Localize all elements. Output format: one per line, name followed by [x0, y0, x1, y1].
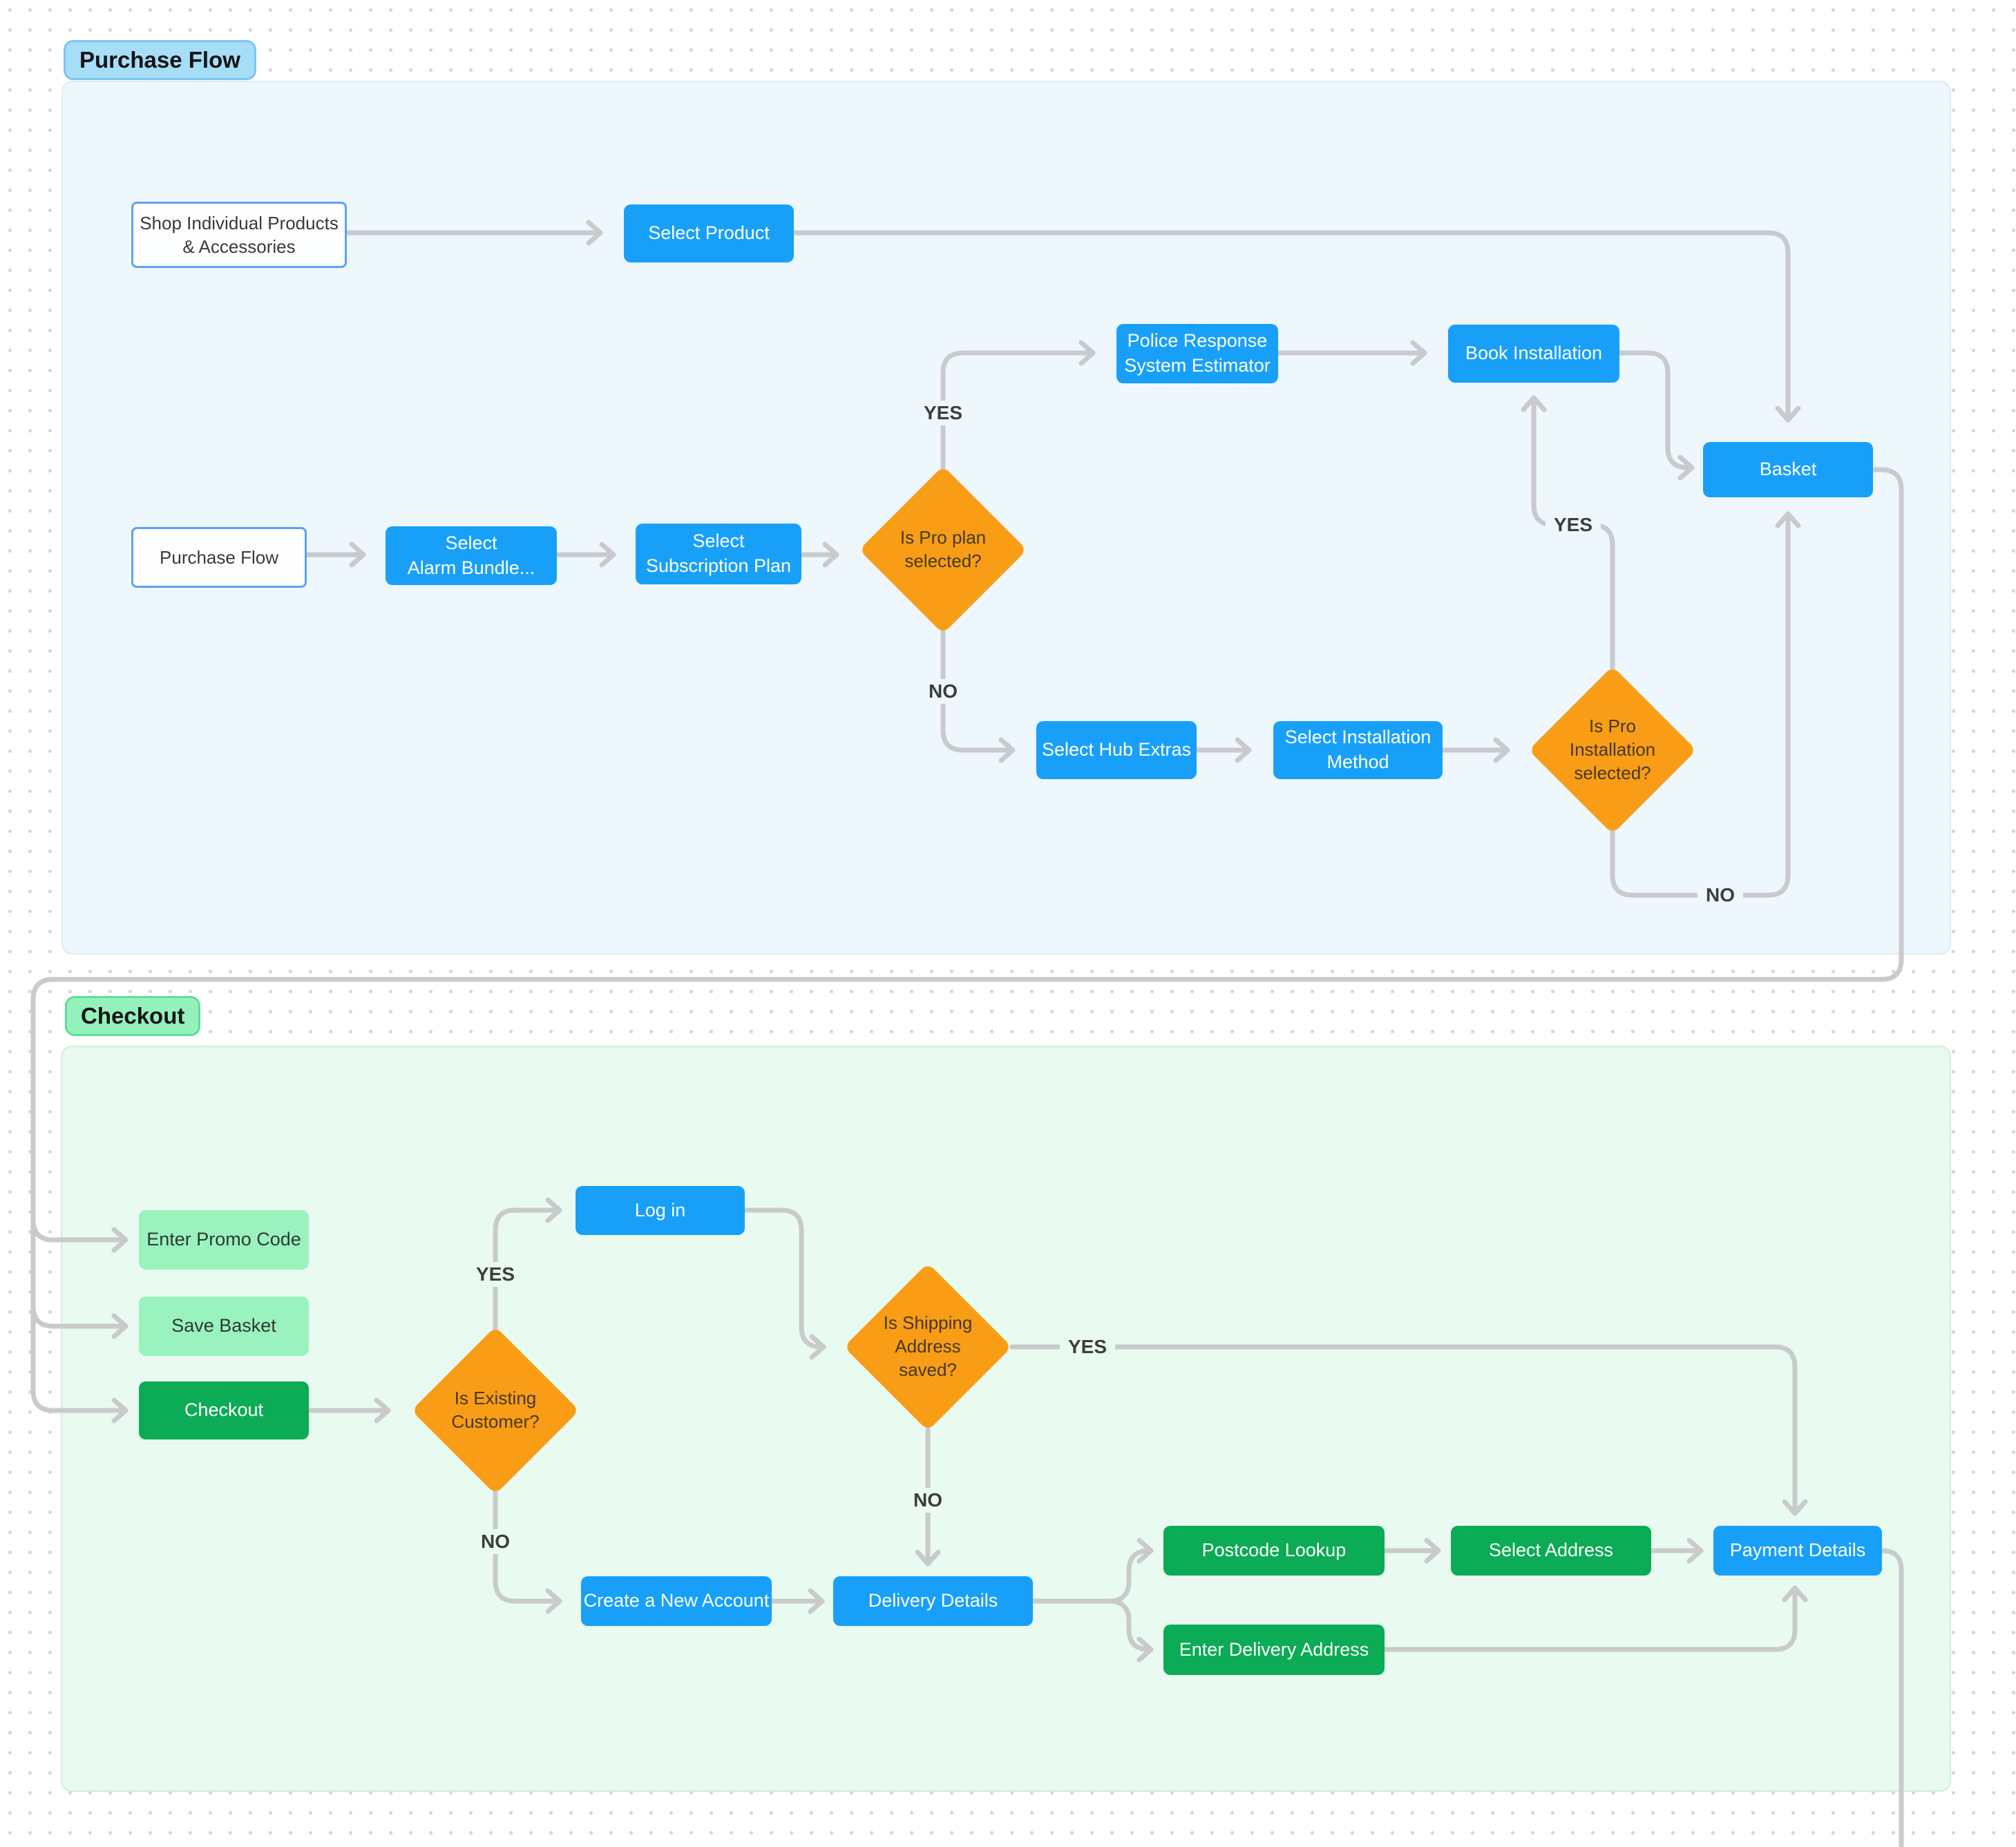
edge-label-existing-no: NO	[473, 1529, 518, 1554]
node-label: Select Address	[1488, 1540, 1614, 1561]
node-label: Police Response System Estimator	[1124, 330, 1271, 376]
node-delivery-details[interactable]: Delivery Details	[833, 1576, 1033, 1626]
node-label: Select Product	[648, 222, 770, 244]
node-label: Select Hub Extras	[1041, 739, 1192, 760]
node-police-response-system-estimator[interactable]: Police Response System Estimator	[1116, 324, 1278, 383]
node-label: Shop Individual Products & Accessories	[140, 212, 339, 257]
node-select-installation-method[interactable]: Select Installation Method	[1273, 721, 1443, 779]
edge-label-shipping-yes: YES	[1059, 1334, 1116, 1359]
purchase-flow-section-badge: Purchase Flow	[64, 40, 256, 80]
node-log-in[interactable]: Log in	[576, 1186, 745, 1235]
node-checkout[interactable]: Checkout	[139, 1381, 309, 1439]
node-label: Delivery Details	[868, 1590, 998, 1611]
node-postcode-lookup[interactable]: Postcode Lookup	[1163, 1526, 1385, 1576]
node-label: Book Installation	[1465, 343, 1603, 364]
node-label: Create a New Account	[583, 1590, 770, 1611]
edge-label-existing-yes: YES	[467, 1262, 524, 1287]
node-is-pro-installation-decision[interactable]: Is Pro Installation selected?	[1528, 666, 1697, 834]
node-enter-delivery-address[interactable]: Enter Delivery Address	[1163, 1625, 1385, 1675]
node-label: Purchase Flow	[160, 546, 278, 568]
edge-label-pro-plan-yes: YES	[915, 401, 971, 425]
node-label: Payment Details	[1729, 1540, 1866, 1561]
checkout-section-badge: Checkout	[65, 996, 201, 1036]
node-label: Log in	[634, 1199, 686, 1221]
node-enter-promo-code[interactable]: Enter Promo Code	[139, 1210, 309, 1270]
edge-label-shipping-no: NO	[905, 1488, 951, 1513]
node-label: Enter Promo Code	[146, 1229, 301, 1250]
node-book-installation[interactable]: Book Installation	[1448, 325, 1619, 383]
node-label: Save Basket	[171, 1315, 276, 1337]
node-is-shipping-address-saved-decision[interactable]: Is Shipping Address saved?	[844, 1263, 1012, 1431]
node-select-product[interactable]: Select Product	[624, 204, 794, 262]
node-label: Is Pro Installation selected?	[1569, 716, 1656, 783]
node-is-pro-plan-decision[interactable]: Is Pro plan selected?	[859, 466, 1027, 634]
node-label: Checkout	[184, 1399, 264, 1421]
node-label: Select Installation Method	[1284, 727, 1432, 772]
node-select-hub-extras[interactable]: Select Hub Extras	[1036, 721, 1197, 779]
node-create-a-new-account[interactable]: Create a New Account	[581, 1576, 772, 1626]
node-payment-details[interactable]: Payment Details	[1713, 1526, 1882, 1576]
node-is-existing-customer-decision[interactable]: Is Existing Customer?	[411, 1326, 580, 1495]
node-basket[interactable]: Basket	[1703, 442, 1873, 497]
node-shop-individual-products[interactable]: Shop Individual Products & Accessories	[131, 202, 347, 268]
node-label: Postcode Lookup	[1201, 1540, 1347, 1561]
node-label: Select Alarm Bundle...	[407, 532, 535, 578]
node-select-alarm-bundle[interactable]: Select Alarm Bundle...	[386, 526, 557, 585]
node-label: Select Subscription Plan	[645, 530, 792, 576]
edge-label-pro-install-no: NO	[1698, 883, 1743, 908]
edge-label-pro-plan-no: NO	[920, 679, 966, 704]
node-purchase-flow-start[interactable]: Purchase Flow	[131, 527, 307, 588]
node-label: Is Shipping Address saved?	[883, 1312, 973, 1380]
node-label: Is Pro plan selected?	[900, 527, 987, 571]
node-label: Basket	[1759, 459, 1817, 480]
edge-label-pro-install-yes: YES	[1545, 513, 1601, 537]
node-select-subscription-plan[interactable]: Select Subscription Plan	[636, 524, 801, 584]
node-select-address[interactable]: Select Address	[1451, 1526, 1651, 1576]
node-label: Is Existing Customer?	[451, 1388, 540, 1432]
node-label: Enter Delivery Address	[1179, 1638, 1369, 1660]
node-save-basket[interactable]: Save Basket	[139, 1296, 309, 1356]
